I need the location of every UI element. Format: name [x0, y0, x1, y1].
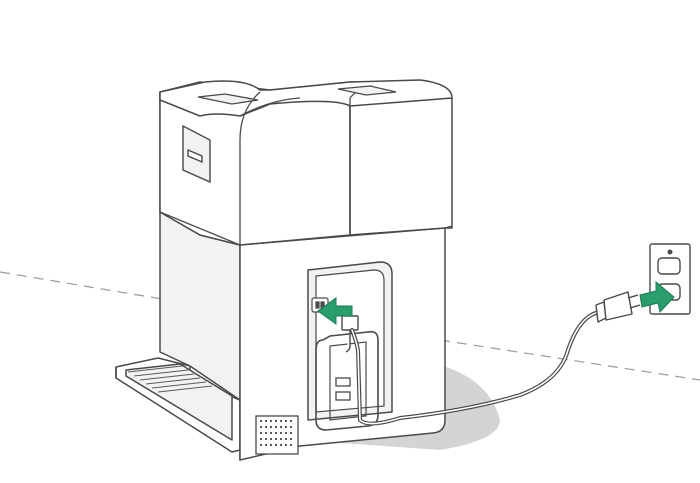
power-plug — [596, 292, 640, 322]
vent-grille — [256, 416, 298, 454]
floor-line-left — [0, 272, 168, 300]
